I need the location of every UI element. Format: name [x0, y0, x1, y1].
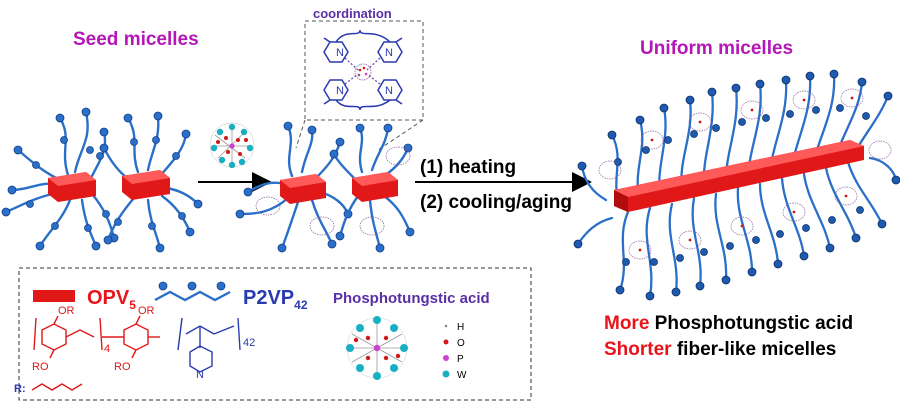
- n-atom-3: N: [336, 85, 344, 97]
- legend-box: OPV5 P2VP42 Phosphotungstic acid: [14, 267, 532, 401]
- p2vp-repeat-42: 42: [243, 337, 255, 349]
- conclusion-line-2: Shorter fiber-like micelles: [604, 339, 836, 360]
- opv-core-1: [48, 172, 96, 202]
- opv-fiber-core: [614, 140, 864, 212]
- coordination-label: coordination: [313, 6, 392, 21]
- uniform-micelle: [573, 69, 900, 301]
- pta-cluster-mini: [354, 63, 372, 81]
- opv-legend-swatch: [33, 290, 75, 302]
- opv-legend-label: OPV5: [87, 287, 136, 312]
- conclusion-pta: Phosphotungstic acid: [649, 313, 853, 334]
- pta-legend-label: Phosphotungstic acid: [333, 290, 490, 307]
- pta-structure: [346, 316, 408, 380]
- conclusion-more: More: [604, 313, 649, 334]
- opv-repeat-4: 4: [104, 343, 110, 355]
- seed-micelles-title: Seed micelles: [73, 29, 199, 50]
- opv-core-4: [352, 172, 398, 202]
- coordinated-micelle-2: [329, 123, 415, 253]
- step-heating-label: (1) heating: [420, 157, 516, 178]
- p2vp-structure: [177, 317, 241, 373]
- atom-p-label: P: [457, 354, 464, 365]
- conclusion-shorter: Shorter: [604, 339, 672, 360]
- conclusion-line-1: More Phosphotungstic acid: [604, 313, 853, 334]
- conclusion-fiber: fiber-like micelles: [672, 339, 837, 360]
- coordination-inset: coordination N N N N: [304, 6, 424, 121]
- atom-legend: H O P W: [442, 322, 467, 381]
- seed-micelle-1: [1, 107, 119, 251]
- opv-r-label: R:: [14, 383, 26, 395]
- n-atom-2: N: [385, 47, 393, 59]
- pta-cluster-free: [209, 122, 255, 169]
- atom-w-label: W: [457, 370, 467, 381]
- opv-core-2: [122, 170, 170, 200]
- p2vp-n-label: N: [196, 369, 204, 381]
- opv-core-3: [280, 174, 326, 204]
- opv-or-1: OR: [58, 305, 75, 317]
- p2vp-legend-label: P2VP42: [243, 287, 308, 312]
- opv-or-2: OR: [138, 305, 155, 317]
- n-atom-1: N: [336, 47, 344, 59]
- p2vp-legend-chain: [154, 281, 231, 302]
- opv-ro-2: RO: [114, 361, 131, 373]
- seed-micelle-2: [99, 111, 203, 253]
- step-cooling-label: (2) cooling/aging: [420, 192, 572, 213]
- inset-leader-lines: [295, 119, 424, 151]
- atom-o-label: O: [457, 338, 465, 349]
- uniform-micelles-title: Uniform micelles: [640, 38, 793, 59]
- opv-ro-1: RO: [32, 361, 49, 373]
- n-atom-4: N: [385, 85, 393, 97]
- opv-structure: [31, 315, 160, 391]
- atom-h-label: H: [457, 322, 464, 333]
- coordinated-micelle-1: [235, 121, 353, 253]
